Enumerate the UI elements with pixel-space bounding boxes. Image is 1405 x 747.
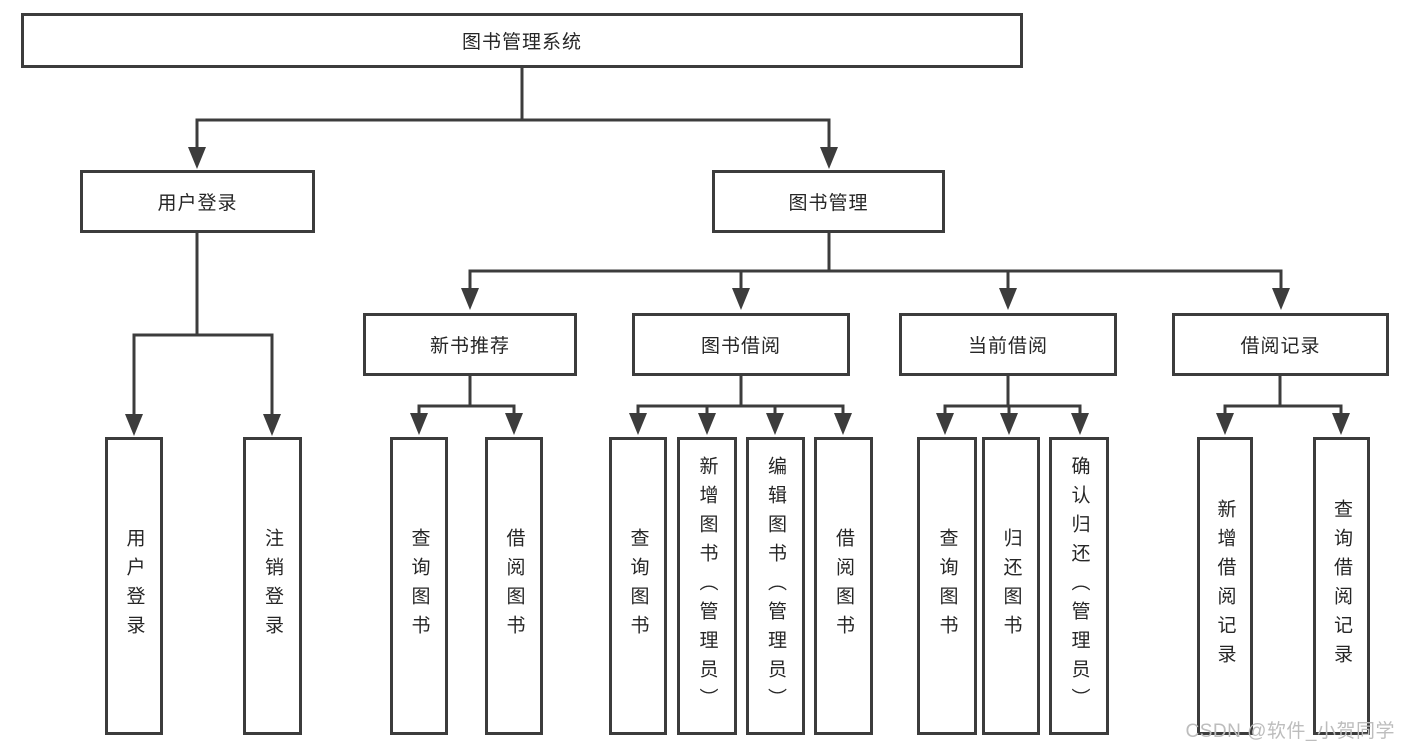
node-book-management-label: 图书管理 [788, 193, 869, 214]
node-login-label: 用户登录 [123, 528, 145, 644]
node-book-borrow-label: 图书借阅 [700, 336, 781, 357]
node-logout: 注销登录 [243, 437, 302, 735]
node-user-login-label: 用户登录 [157, 193, 238, 214]
node-root-label: 图书管理系统 [461, 32, 582, 53]
node-query-book-under-borrow-label: 查询图书 [627, 528, 649, 644]
node-add-borrow-record: 新增借阅记录 [1197, 437, 1253, 735]
node-return-book: 归还图书 [982, 437, 1040, 735]
node-current-borrow-label: 当前借阅 [967, 336, 1048, 357]
node-edit-book-admin: 编辑图书（管理员） [746, 437, 805, 735]
node-query-borrow-record: 查询借阅记录 [1313, 437, 1370, 735]
node-query-book-under-current-label: 查询图书 [936, 528, 958, 644]
node-borrow-book-under-borrow-label: 借阅图书 [833, 528, 854, 644]
node-add-book-admin: 新增图书（管理员） [677, 437, 737, 735]
node-user-login: 用户登录 [80, 170, 315, 233]
node-borrow-records-label: 借阅记录 [1240, 336, 1321, 357]
node-new-book-recommend-label: 新书推荐 [429, 336, 510, 357]
node-add-book-admin-label: 新增图书（管理员） [696, 455, 718, 717]
node-login: 用户登录 [105, 437, 163, 735]
node-query-book-under-recommend-label: 查询图书 [408, 528, 430, 644]
node-confirm-return-admin-label: 确认归还（管理员） [1068, 455, 1090, 717]
node-current-borrow: 当前借阅 [899, 313, 1117, 376]
node-confirm-return-admin: 确认归还（管理员） [1049, 437, 1109, 735]
node-query-book-under-current: 查询图书 [917, 437, 977, 735]
node-edit-book-admin-label: 编辑图书（管理员） [765, 455, 786, 717]
node-book-borrow: 图书借阅 [632, 313, 850, 376]
node-borrow-records: 借阅记录 [1172, 313, 1389, 376]
node-borrow-book-under-borrow: 借阅图书 [814, 437, 873, 735]
node-return-book-label: 归还图书 [1000, 528, 1022, 644]
node-query-book-under-recommend: 查询图书 [390, 437, 448, 735]
arrowheads [125, 147, 1350, 436]
node-borrow-book-under-recommend-label: 借阅图书 [503, 528, 525, 644]
node-book-management: 图书管理 [712, 170, 945, 233]
node-borrow-book-under-recommend: 借阅图书 [485, 437, 543, 735]
csdn-watermark: CSDN @软件_小贺同学 [1185, 721, 1395, 742]
node-add-borrow-record-label: 新增借阅记录 [1214, 499, 1236, 673]
node-root: 图书管理系统 [21, 13, 1023, 68]
node-query-borrow-record-label: 查询借阅记录 [1331, 499, 1352, 673]
node-query-book-under-borrow: 查询图书 [609, 437, 667, 735]
node-new-book-recommend: 新书推荐 [363, 313, 577, 376]
node-logout-label: 注销登录 [262, 528, 283, 644]
